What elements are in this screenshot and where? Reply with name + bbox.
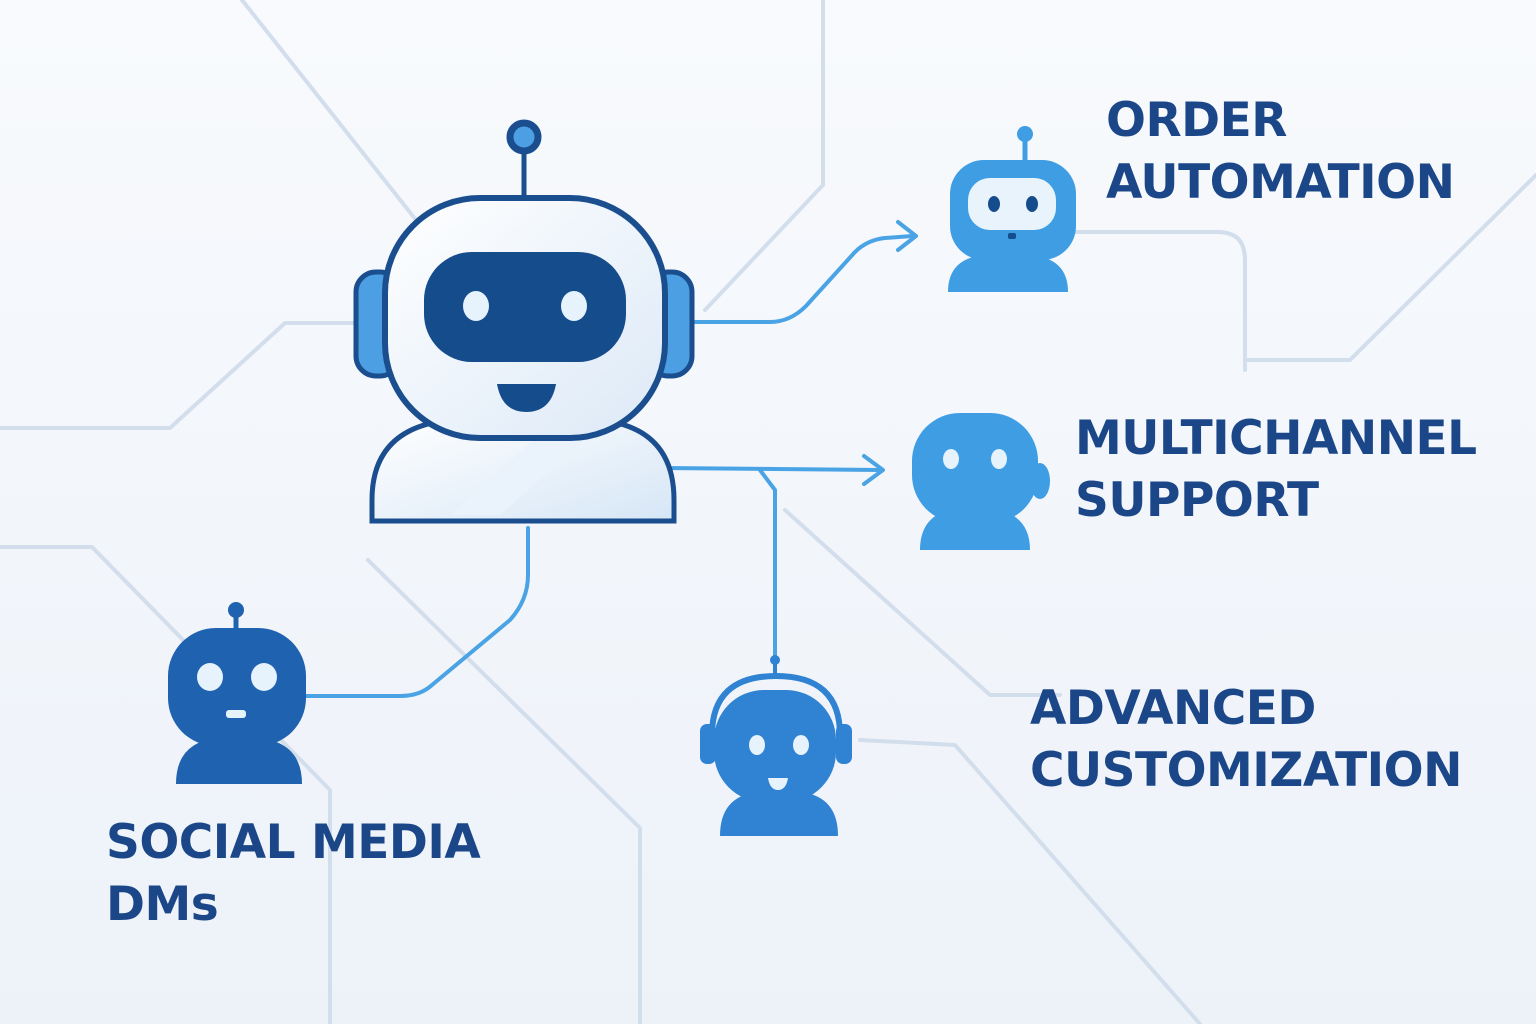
advanced-customization-robot-icon bbox=[700, 655, 852, 836]
social-media-robot-icon bbox=[168, 602, 306, 784]
main-robot-icon bbox=[353, 119, 695, 524]
connectors bbox=[303, 220, 918, 698]
arrow-multichannel bbox=[862, 454, 885, 486]
main-body-accent bbox=[450, 430, 595, 515]
label-advanced-customization: ADVANCED CUSTOMIZATION bbox=[1030, 678, 1462, 802]
multichannel-support-robot-icon bbox=[912, 413, 1050, 550]
main-antenna-ball bbox=[506, 119, 542, 155]
order-automation-robot-icon bbox=[948, 126, 1076, 292]
label-order-automation-line1: ORDER bbox=[1106, 93, 1287, 148]
connector-advanced bbox=[758, 468, 777, 667]
label-multichannel-support-line2: SUPPORT bbox=[1075, 473, 1319, 528]
label-order-automation-line2: AUTOMATION bbox=[1106, 155, 1455, 210]
arrow-order bbox=[896, 220, 918, 252]
label-order-automation: ORDER AUTOMATION bbox=[1106, 90, 1455, 214]
label-multichannel-support: MULTICHANNEL SUPPORT bbox=[1075, 408, 1477, 532]
connector-multichannel bbox=[660, 466, 882, 472]
label-social-media: SOCIAL MEDIA DMs bbox=[106, 812, 481, 936]
main-eye-left bbox=[463, 291, 489, 321]
label-social-media-line1: SOCIAL MEDIA bbox=[106, 815, 481, 870]
label-advanced-customization-line1: ADVANCED bbox=[1030, 681, 1316, 736]
main-visor bbox=[424, 252, 626, 362]
connector-order bbox=[693, 234, 914, 324]
label-social-media-line2: DMs bbox=[106, 877, 219, 932]
connector-social bbox=[303, 526, 530, 698]
main-mouth bbox=[497, 384, 556, 412]
label-multichannel-support-line1: MULTICHANNEL bbox=[1075, 411, 1477, 466]
main-eye-right bbox=[561, 291, 587, 321]
label-advanced-customization-line2: CUSTOMIZATION bbox=[1030, 743, 1462, 798]
